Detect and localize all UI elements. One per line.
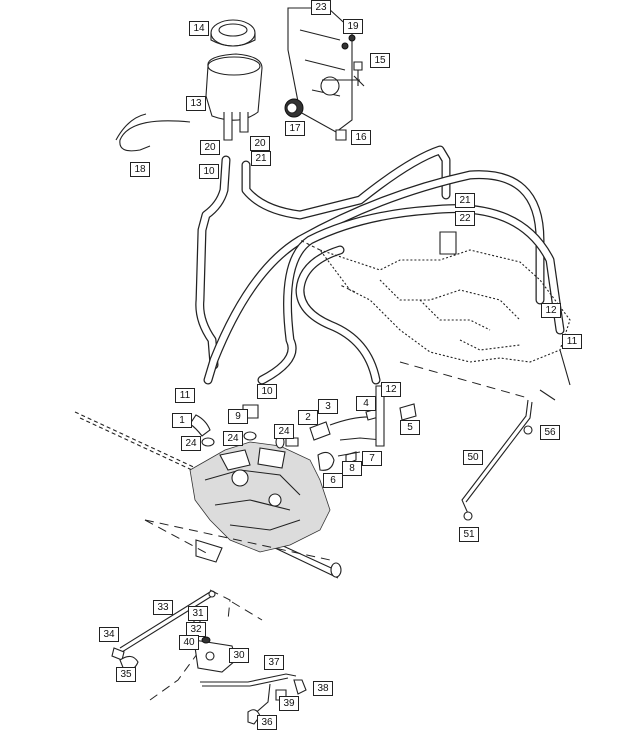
reservoir-assembly	[115, 7, 365, 152]
callout-56: 56	[540, 425, 560, 440]
callout-20-right: 20	[250, 136, 270, 151]
callout-21-right: 21	[455, 193, 475, 208]
callout-9: 9	[228, 409, 248, 424]
callout-24-mid: 24	[223, 431, 243, 446]
callout-18: 18	[130, 162, 150, 177]
callout-12-lower: 12	[381, 382, 401, 397]
callout-30: 30	[229, 648, 249, 663]
callout-24-right: 24	[274, 424, 294, 439]
hydraulic-hoses	[195, 145, 565, 385]
callout-12-right: 12	[541, 303, 561, 318]
callout-8: 8	[342, 461, 362, 476]
callout-22: 22	[455, 211, 475, 226]
callout-1: 1	[172, 413, 192, 428]
callout-35: 35	[116, 667, 136, 682]
callout-40: 40	[179, 635, 199, 650]
callout-15: 15	[370, 53, 390, 68]
callout-51: 51	[459, 527, 479, 542]
callout-7: 7	[362, 451, 382, 466]
callout-14: 14	[189, 21, 209, 36]
callout-19: 19	[343, 19, 363, 34]
callout-4: 4	[356, 396, 376, 411]
callout-38: 38	[313, 681, 333, 696]
callout-24-left: 24	[181, 436, 201, 451]
callout-2: 2	[298, 410, 318, 425]
callout-34: 34	[99, 627, 119, 642]
callout-16: 16	[351, 130, 371, 145]
callout-39: 39	[279, 696, 299, 711]
callout-36: 36	[257, 715, 277, 730]
callout-50: 50	[463, 450, 483, 465]
bypass-rod-50	[144, 361, 533, 561]
callout-31: 31	[188, 606, 208, 621]
callout-33: 33	[153, 600, 173, 615]
callout-17: 17	[285, 121, 305, 136]
callout-21-upper: 21	[251, 151, 271, 166]
callout-11-lower: 11	[175, 388, 195, 403]
callout-13: 13	[186, 96, 206, 111]
callout-23: 23	[311, 0, 331, 15]
left-transaxle	[74, 411, 342, 579]
callout-10-lower: 10	[257, 384, 277, 399]
callout-20-left: 20	[200, 140, 220, 155]
callout-11-right: 11	[562, 334, 582, 349]
right-transaxle	[299, 231, 571, 401]
callout-3: 3	[318, 399, 338, 414]
callout-10-upper: 10	[199, 164, 219, 179]
callout-37: 37	[264, 655, 284, 670]
callout-6: 6	[323, 473, 343, 488]
callout-5: 5	[400, 420, 420, 435]
